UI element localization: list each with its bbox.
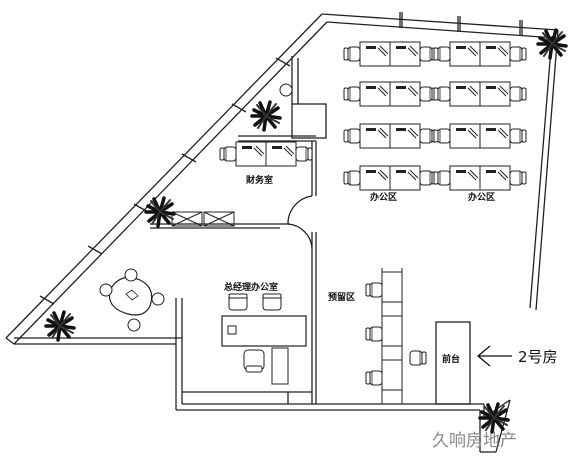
plant-icon bbox=[44, 28, 568, 434]
window-ticks bbox=[39, 12, 523, 305]
label-waiting-area: 预留区 bbox=[328, 291, 355, 303]
label-office-area-right: 办公区 bbox=[468, 191, 495, 203]
office-workstations-right bbox=[434, 42, 526, 190]
watermark-text: 久响房地产 bbox=[432, 431, 517, 451]
lounge-table bbox=[99, 268, 165, 332]
reception-chair bbox=[409, 350, 427, 366]
waiting-area-seats bbox=[365, 268, 403, 404]
interior-walls bbox=[150, 56, 471, 405]
arrow-left-icon bbox=[476, 345, 512, 367]
label-gm-office: 总经理办公室 bbox=[224, 281, 278, 293]
outer-walls bbox=[5, 13, 559, 453]
office-workstations-left bbox=[344, 42, 436, 190]
gm-office-furniture bbox=[221, 293, 307, 385]
label-room-2: 2号房 bbox=[518, 348, 558, 366]
label-reception: 前台 bbox=[442, 353, 460, 365]
finance-workstations bbox=[220, 142, 312, 166]
label-office-area-left: 办公区 bbox=[370, 191, 397, 203]
label-finance-room: 财务室 bbox=[245, 174, 273, 186]
